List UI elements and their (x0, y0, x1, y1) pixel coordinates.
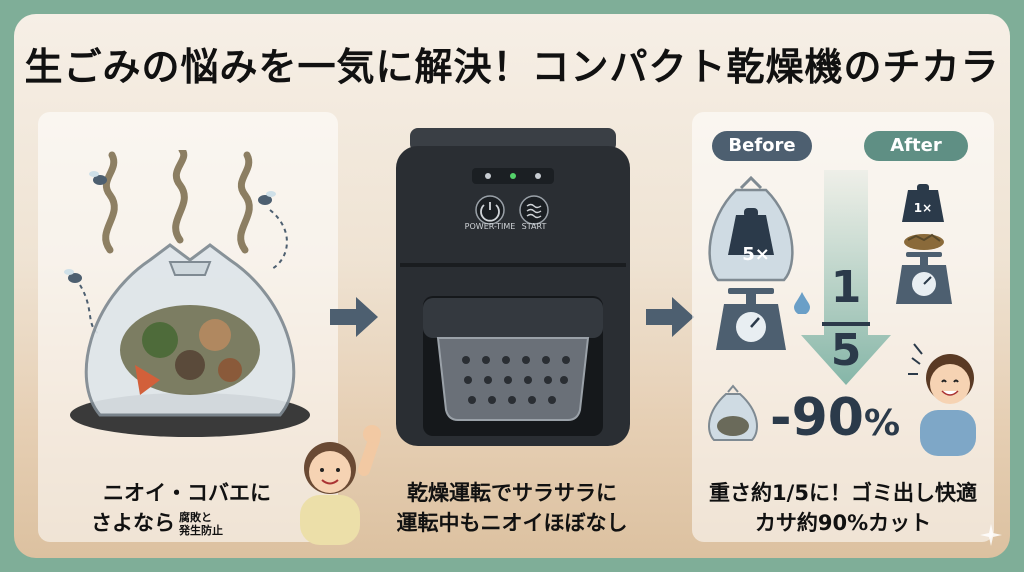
fraction-bar (822, 322, 870, 326)
right-caption-line1: 重さ約1/5に！ゴミ出し快適 (709, 481, 977, 505)
left-caption-line1: ニオイ・コバエに (103, 481, 271, 505)
fraction-numerator: 1 (830, 262, 862, 313)
after-weight-illustration (896, 184, 952, 304)
left-note: 腐敗と発生防止 (179, 511, 223, 537)
left-caption-line2: さよなら (91, 511, 175, 535)
after-label: After (864, 131, 968, 161)
before-bag-illustration (708, 175, 794, 350)
water-drop-icon (794, 292, 810, 314)
middle-caption: 乾燥運転でサラサラに 運転中もニオイほぼなし (362, 478, 662, 538)
start-label: START (521, 222, 547, 231)
left-caption: ニオイ・コバエに さよなら腐敗と発生防止 (52, 478, 322, 538)
left-note-line1: 腐敗と (179, 511, 212, 524)
reduction-unit: % (863, 403, 901, 444)
right-caption-line2: カサ約90%カット (754, 511, 932, 535)
right-caption: 重さ約1/5に！ゴミ出し快適 カサ約90%カット (692, 478, 994, 538)
fly-icon (64, 171, 276, 283)
man-avatar (908, 343, 976, 456)
reduction-value: -90% (770, 388, 900, 448)
woman-avatar (300, 425, 381, 545)
right-arrow-icon (330, 297, 378, 337)
garbage-bag-illustration (64, 150, 310, 437)
down-arrow-icon (801, 170, 891, 385)
right-arrow-icon (646, 297, 694, 337)
sparkle-icon (980, 524, 1002, 546)
small-bag-icon (708, 384, 758, 441)
reduction-number: -90 (770, 388, 864, 448)
middle-caption-line1: 乾燥運転でサラサラに (407, 481, 617, 505)
after-weight: 1× (913, 201, 933, 215)
left-note-line2: 発生防止 (179, 524, 223, 537)
page-title: 生ごみの悩みを一気に解決！コンパクト乾燥機のチカラ (24, 45, 1000, 89)
fraction-denominator: 5 (830, 325, 862, 376)
dryer-illustration (396, 128, 630, 446)
middle-caption-line2: 運転中もニオイほぼなし (396, 511, 628, 535)
before-weight: 5× (742, 244, 770, 265)
power-time-label: POWER-TIME (464, 222, 516, 231)
before-label: Before (712, 131, 812, 161)
odor-waves-icon (102, 150, 253, 254)
left-caption-line2-row: さよなら腐敗と発生防止 (0, 508, 322, 538)
